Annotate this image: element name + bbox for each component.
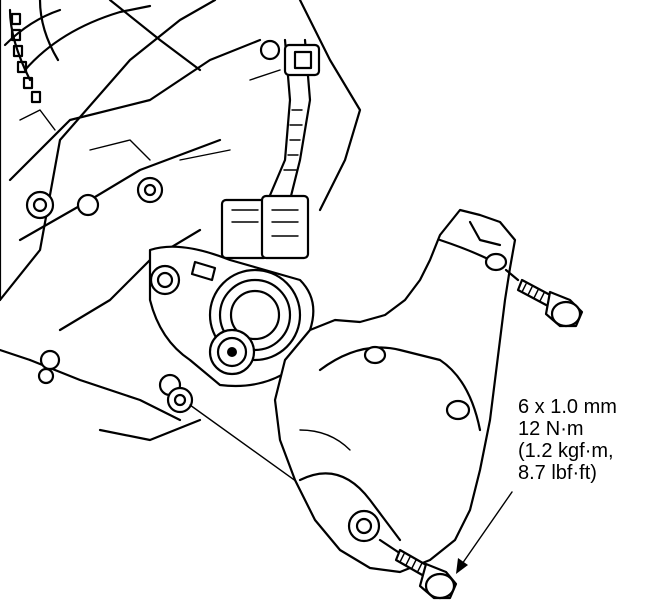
sensor-body (148, 245, 315, 388)
housing-bosses (25, 39, 281, 414)
spec-torque-kgfm: (1.2 kgf·m, (518, 440, 614, 462)
wiring-harness (220, 38, 321, 260)
cover (273, 208, 517, 574)
upper-bolt (504, 268, 584, 328)
spec-arrow (456, 491, 513, 574)
torque-spec-callout: 6 x 1.0 mm 12 N·m (1.2 kgf·m, 8.7 lbf·ft… (518, 396, 617, 484)
lower-bolt (378, 538, 458, 600)
ring-gear (8, 0, 60, 104)
spec-torque-lbfft: 8.7 lbf·ft) (518, 462, 597, 484)
spec-bolt-size: 6 x 1.0 mm (518, 396, 617, 418)
engine-housing (0, 0, 362, 442)
spec-torque-nm: 12 N·m (518, 418, 584, 440)
